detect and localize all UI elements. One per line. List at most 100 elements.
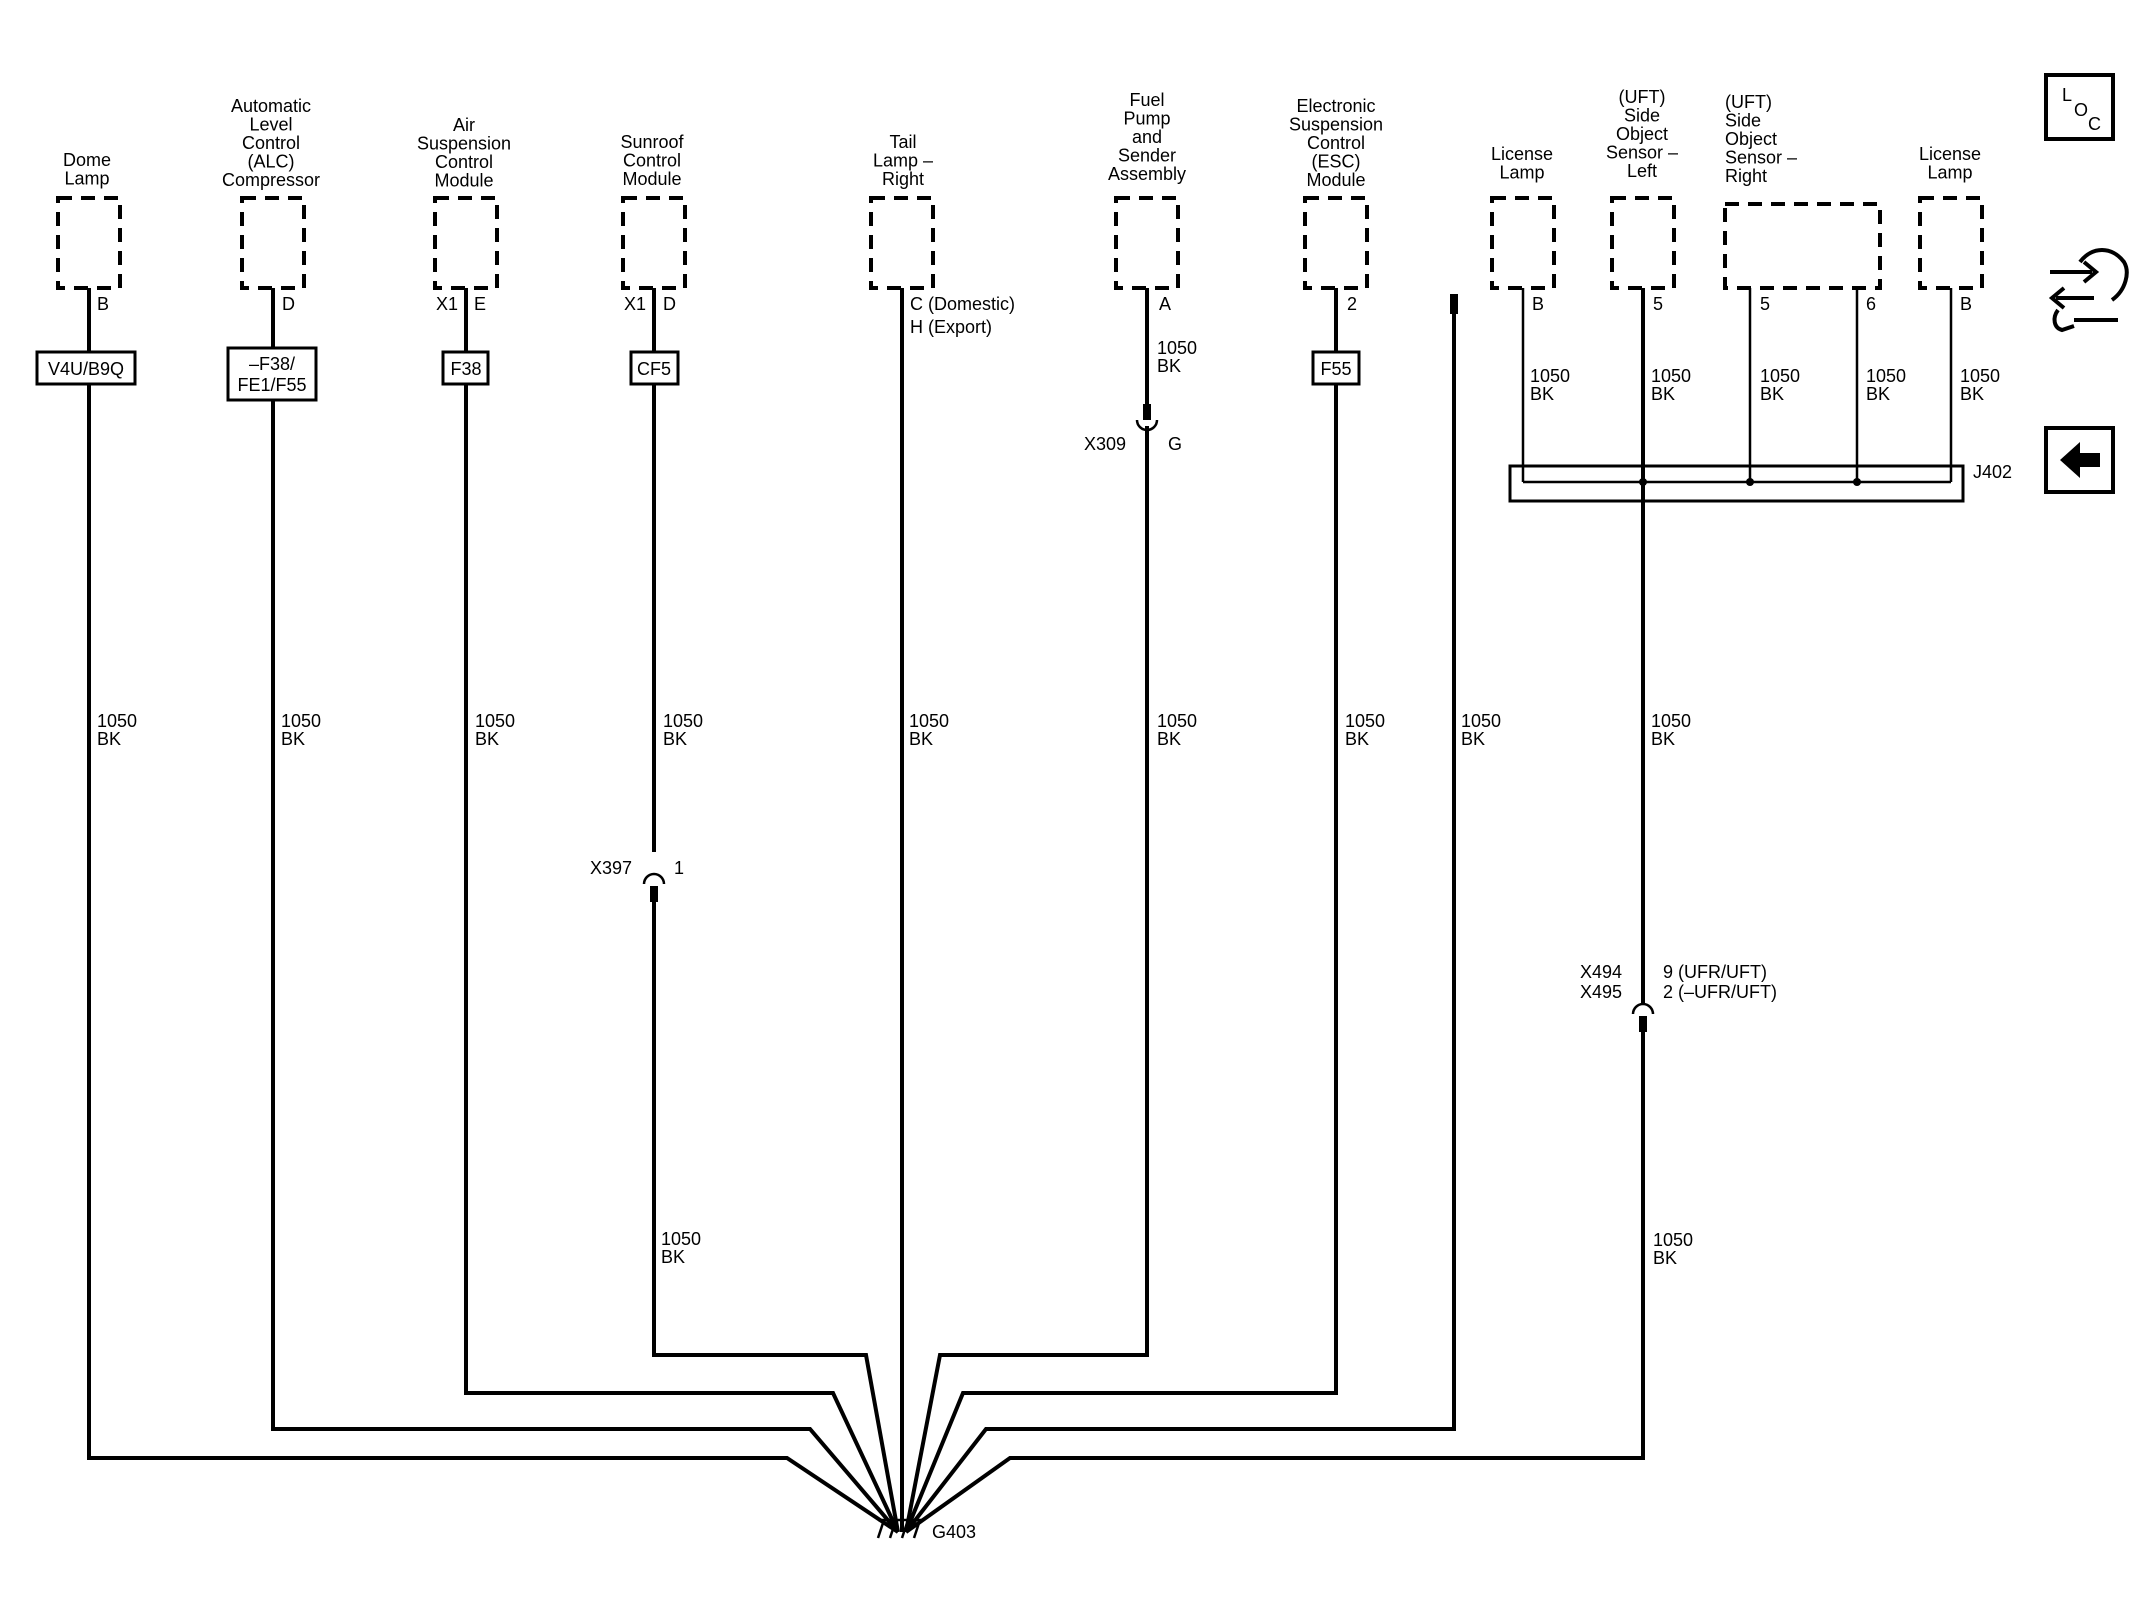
label-line: Compressor	[222, 170, 320, 190]
option-alc-2: FE1/F55	[237, 375, 306, 395]
label-line: (ALC)	[247, 152, 294, 172]
label-line: Control	[1307, 133, 1365, 153]
x309-connector	[1135, 404, 1159, 432]
pin-air-x1: X1	[436, 294, 458, 314]
pin-license-right-b: B	[1960, 294, 1972, 314]
svg-text:1050: 1050	[1960, 366, 2000, 386]
x397-pin: 1	[674, 858, 684, 878]
label-line: Pump	[1123, 109, 1170, 129]
label-line: Module	[434, 171, 493, 191]
label-line: Module	[622, 169, 681, 189]
loc-letter-c: C	[2088, 114, 2101, 134]
x495-label: X495	[1580, 982, 1622, 1002]
side-object-sensor-right-box	[1723, 202, 1882, 290]
svg-text:BK: BK	[909, 729, 933, 749]
pin-alc-d: D	[282, 294, 295, 314]
svg-text:1050: 1050	[661, 1229, 701, 1249]
option-alc-1: –F38/	[249, 354, 295, 374]
pin-dome-b: B	[97, 294, 109, 314]
air-suspension-module-box	[433, 196, 499, 290]
svg-text:BK: BK	[281, 729, 305, 749]
label-line: Object	[1616, 124, 1668, 144]
swap-view-button[interactable]	[2048, 248, 2129, 333]
x397-connector	[642, 872, 666, 902]
x494-label: X494	[1580, 962, 1622, 982]
option-sunroof: CF5	[637, 359, 671, 379]
svg-text:BK: BK	[661, 1247, 685, 1267]
x309-label: X309	[1084, 434, 1126, 454]
esc-module-box	[1303, 196, 1369, 290]
dome-lamp-box	[56, 196, 122, 290]
svg-text:1050: 1050	[1157, 711, 1197, 731]
license-lamp-right-box	[1918, 196, 1984, 290]
pin-sos-left-5: 5	[1653, 294, 1663, 314]
pin-tail-h: H (Export)	[910, 317, 992, 337]
label-line: Lamp –	[873, 151, 933, 171]
label-line: Sunroof	[620, 132, 684, 152]
label-line: Suspension	[417, 134, 511, 154]
option-air: F38	[450, 359, 481, 379]
x309-pin: G	[1168, 434, 1182, 454]
label-line: Control	[242, 133, 300, 153]
swap-arrows-icon	[2048, 248, 2129, 333]
svg-text:1050: 1050	[1157, 338, 1197, 358]
svg-text:BK: BK	[1866, 384, 1890, 404]
back-button[interactable]	[2044, 426, 2115, 494]
label-line: Sensor –	[1725, 148, 1797, 168]
wire-sunroof-lower	[652, 900, 900, 1533]
splice-dot-sos-right-6	[1853, 478, 1861, 486]
alc-compressor-box	[240, 196, 306, 290]
option-box-sunroof	[629, 350, 680, 386]
wire-stub	[904, 300, 1456, 1534]
label-line: (ESC)	[1312, 152, 1361, 172]
svg-text:BK: BK	[97, 729, 121, 749]
label-line: Control	[435, 152, 493, 172]
label-line: Lamp	[1499, 163, 1544, 183]
svg-text:BK: BK	[663, 729, 687, 749]
label-line: License	[1919, 144, 1981, 164]
option-box-air	[441, 350, 490, 386]
label-line: Dome	[63, 150, 111, 170]
label-line: Tail	[889, 132, 916, 152]
option-dome: V4U/B9Q	[48, 359, 124, 379]
wire-esc	[904, 288, 1338, 1533]
svg-text:BK: BK	[1461, 729, 1485, 749]
label-line: Lamp	[1927, 163, 1972, 183]
svg-text:BK: BK	[475, 729, 499, 749]
svg-text:BK: BK	[1653, 1248, 1677, 1268]
svg-text:BK: BK	[1157, 356, 1181, 376]
label-line: (UFT)	[1619, 87, 1666, 107]
pin-air-e: E	[474, 294, 486, 314]
loc-letter-o: O	[2074, 100, 2088, 120]
pin-fuel-a: A	[1159, 294, 1171, 314]
splice-dot-sos-left	[1639, 478, 1647, 486]
option-box-dome	[35, 350, 137, 386]
label-line: Sender	[1118, 146, 1176, 166]
svg-text:BK: BK	[1651, 384, 1675, 404]
label-line: Air	[453, 115, 475, 135]
svg-text:1050: 1050	[475, 711, 515, 731]
svg-text:1050: 1050	[281, 711, 321, 731]
g403-label: G403	[932, 1522, 976, 1542]
wire-dome-lamp	[87, 288, 900, 1534]
x495-pin: 2 (–UFR/UFT)	[1663, 982, 1777, 1002]
label-line: License	[1491, 144, 1553, 164]
location-button[interactable]: L O C	[2044, 73, 2115, 141]
ground-symbol	[876, 1518, 924, 1539]
